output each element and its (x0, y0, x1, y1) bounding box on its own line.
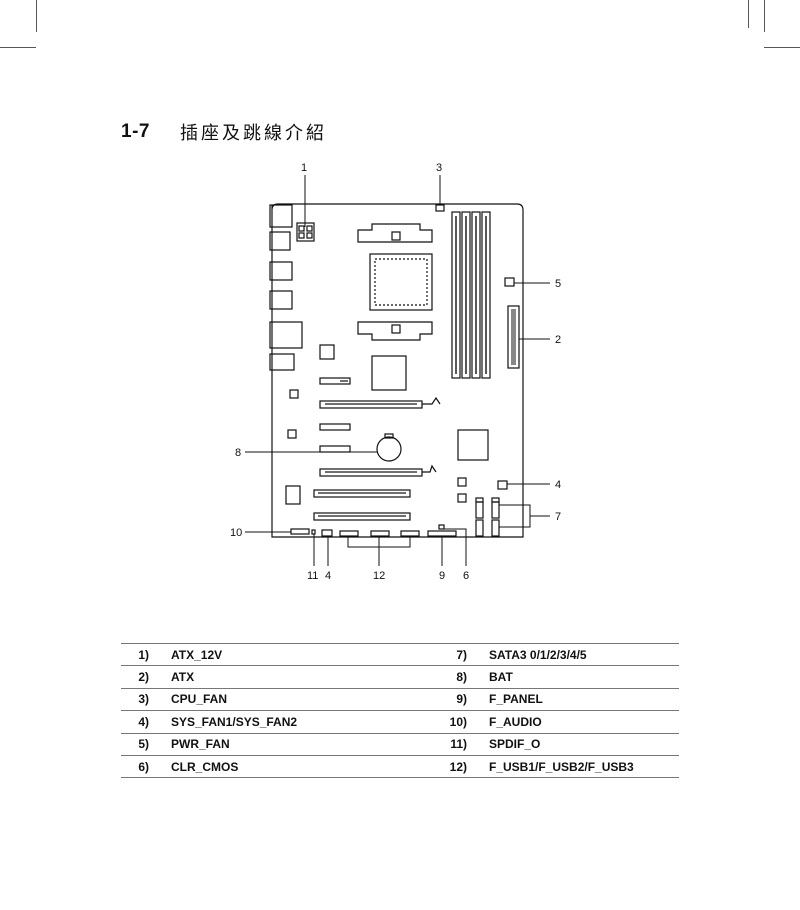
dimm-slot (471, 211, 481, 379)
crop-mark-top-right-h (764, 47, 800, 48)
northbridge-chip (371, 355, 407, 391)
sata-port (475, 497, 484, 503)
cpu-retention-bottom (357, 321, 433, 341)
callout-3: 3 (436, 162, 442, 174)
f-usb-header (370, 530, 390, 537)
table-row: 6) CLR_CMOS 12) F_USB1/F_USB2/F_USB3 (121, 755, 679, 778)
clr-cmos-jumper (438, 524, 445, 530)
callout-4-right: 4 (555, 479, 561, 491)
pcie-x1-slot (319, 377, 351, 385)
sata-port (491, 497, 500, 503)
table-row: 2) ATX 8) BAT (121, 665, 679, 688)
legend-number: 3) (138, 692, 149, 707)
f-usb-header (339, 530, 359, 537)
sys-fan-header (497, 480, 508, 490)
legend-number: 9) (456, 692, 467, 707)
section-heading: 1-7 插座及跳線介紹 (121, 117, 327, 147)
table-row: 1) ATX_12V 7) SATA3 0/1/2/3/4/5 (121, 643, 679, 666)
callout-9: 9 (439, 570, 445, 582)
sata-port (475, 501, 484, 519)
legend-label: PWR_FAN (171, 737, 230, 752)
legend-number: 12) (449, 759, 467, 774)
sata-port (491, 501, 500, 519)
legend-label: ATX_12V (171, 647, 223, 662)
legend-number: 4) (138, 714, 149, 729)
board-outline (271, 203, 524, 538)
spdif-header (311, 529, 316, 535)
callout-8: 8 (235, 447, 241, 459)
legend-label: ATX (171, 670, 195, 685)
dimm-slot (461, 211, 471, 379)
legend-label: SATA3 0/1/2/3/4/5 (489, 647, 587, 662)
io-port (269, 321, 303, 349)
cpu-socket (369, 253, 433, 311)
cpu-fan-header (435, 204, 445, 212)
legend-number: 10) (449, 714, 467, 729)
legend-number: 6) (138, 759, 149, 774)
southbridge-chip (457, 429, 489, 461)
io-port (269, 353, 295, 371)
legend-label: SPDIF_O (489, 737, 541, 752)
cpu-retention-top (357, 223, 433, 243)
battery (376, 436, 402, 462)
callout-10: 10 (230, 527, 242, 539)
motherboard-layout-diagram: 1 3 5 2 4 7 8 10 11 4 12 9 6 (230, 162, 561, 582)
legend-label: BAT (489, 670, 513, 685)
legend-number: 11) (450, 737, 467, 752)
dimm-slot (451, 211, 461, 379)
legend-label: CPU_FAN (171, 692, 228, 707)
leader-line-7 (499, 504, 531, 528)
callout-2: 2 (555, 334, 561, 346)
callout-12: 12 (373, 570, 385, 582)
sata-port (491, 519, 500, 537)
section-title: 插座及跳線介紹 (179, 123, 327, 144)
crop-mark-top-left-v (36, 0, 37, 32)
section-number: 1-7 (121, 121, 150, 142)
crop-mark-top-left-h (0, 47, 36, 48)
leader-line-6 (442, 528, 467, 566)
callout-6: 6 (463, 570, 469, 582)
legend-label: F_AUDIO (489, 714, 542, 729)
sata-port (475, 519, 484, 537)
f-panel-header (427, 530, 457, 537)
legend-label: SYS_FAN1/SYS_FAN2 (171, 714, 298, 729)
callout-7: 7 (555, 511, 561, 523)
io-port (269, 204, 293, 228)
io-port (269, 261, 293, 281)
f-usb-header (400, 530, 420, 537)
legend-label: F_USB1/F_USB2/F_USB3 (489, 759, 634, 774)
sys-fan-header-bottom (321, 529, 333, 537)
callout-5: 5 (555, 278, 561, 290)
pci-slot (313, 489, 411, 498)
legend-number: 5) (138, 737, 149, 752)
crop-mark-top-right-v2 (748, 0, 749, 28)
pcie-x1-slot (319, 445, 351, 453)
pwr-fan-header (504, 277, 515, 287)
pcie-x1-slot (319, 423, 351, 431)
legend-number: 7) (456, 647, 467, 662)
connector-legend-table: 1) ATX_12V 7) SATA3 0/1/2/3/4/5 2) ATX 8… (121, 643, 679, 778)
legend-number: 1) (138, 647, 149, 662)
io-port (269, 290, 293, 310)
atx-24pin-connector (507, 305, 520, 369)
crop-mark-top-right-v (764, 0, 765, 32)
callout-1: 1 (301, 162, 307, 174)
callout-4-bottom: 4 (325, 570, 331, 582)
dimm-slot (481, 211, 491, 379)
legend-label: CLR_CMOS (171, 759, 239, 774)
legend-number: 2) (138, 670, 149, 685)
io-port (269, 231, 291, 251)
pci-slot (313, 512, 411, 521)
table-row: 3) CPU_FAN 9) F_PANEL (121, 688, 679, 710)
table-row: 5) PWR_FAN 11) SPDIF_O (121, 733, 679, 755)
table-row: 4) SYS_FAN1/SYS_FAN2 10) F_AUDIO (121, 710, 679, 733)
f-audio-header (290, 528, 310, 535)
legend-label: F_PANEL (489, 692, 543, 707)
legend-number: 8) (456, 670, 467, 685)
callout-11: 11 (307, 570, 318, 582)
